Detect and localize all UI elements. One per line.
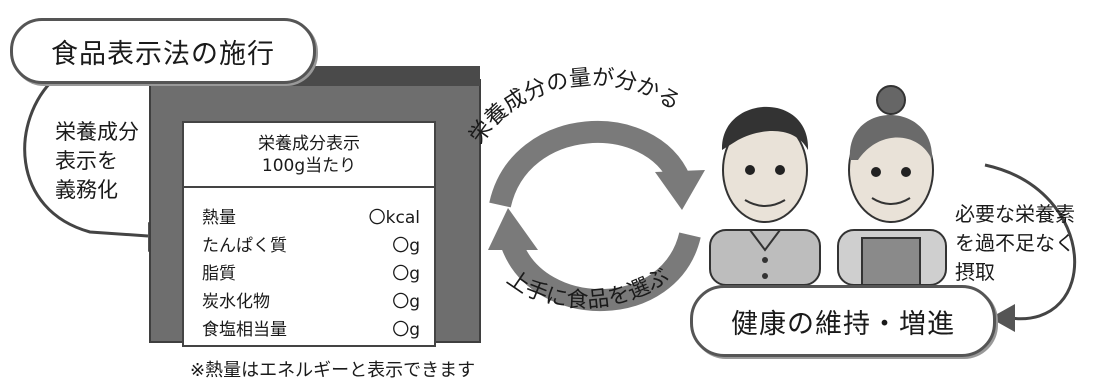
nutrient-value: 〇g	[392, 236, 420, 256]
left-curved-arrow	[23, 76, 149, 238]
outcome-pill: 健康の維持・増進	[690, 285, 996, 357]
bottom-cycle-arrow	[501, 231, 701, 311]
top-cycle-arrow-head-icon	[655, 170, 705, 210]
nutrient-name: たんぱく質	[202, 236, 287, 256]
nutrient-value: 〇kcal	[368, 208, 420, 228]
man-illustration	[709, 106, 821, 286]
nutrient-name: 食塩相当量	[202, 320, 287, 340]
top-cycle-arrow	[489, 120, 691, 208]
title-pill-text: 食品表示法の施行	[51, 38, 275, 70]
bottom-cycle-arrow-head-icon	[488, 208, 538, 250]
nutrient-value: 〇g	[392, 292, 420, 312]
right-curved-arrow	[984, 163, 1077, 321]
right-arrow-head-icon	[990, 304, 1015, 332]
nutrient-name: 炭水化物	[202, 292, 270, 312]
woman-illustration	[837, 85, 947, 286]
left-caption: 栄養成分 表示を 義務化	[55, 120, 139, 202]
nutrition-label-header: 栄養成分表示 100g当たり	[184, 123, 434, 188]
footnote: ※熱量はエネルギーと表示できます	[190, 360, 476, 381]
title-pill: 食品表示法の施行	[10, 18, 316, 84]
nutrient-value: 〇g	[392, 264, 420, 284]
right-caption: 必要な栄養素 を過不足なく 摂取	[955, 202, 1075, 284]
nutrient-value: 〇g	[392, 320, 420, 340]
nutrient-name: 脂質	[202, 264, 236, 284]
nutrient-name: 熱量	[202, 208, 236, 228]
label-header-line1: 栄養成分表示	[258, 133, 360, 154]
nutrition-label-card: 栄養成分表示 100g当たり 熱量 〇kcal たんぱく質 〇g 脂質 〇g 炭…	[182, 121, 436, 347]
outcome-pill-text: 健康の維持・増進	[731, 308, 955, 340]
label-header-line2: 100g当たり	[261, 155, 357, 176]
